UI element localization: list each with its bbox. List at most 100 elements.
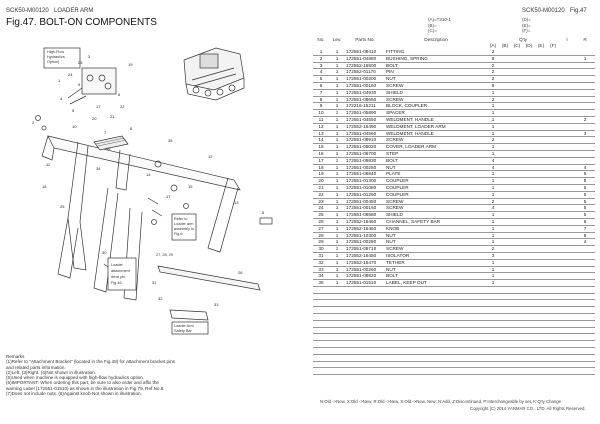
cell-qty-empty bbox=[523, 198, 535, 206]
cell-qty-empty bbox=[547, 96, 560, 104]
cell-description: BOLT bbox=[385, 272, 487, 281]
cell-no: 32 bbox=[313, 259, 329, 267]
cell-r bbox=[575, 150, 596, 158]
cell-qty-empty bbox=[511, 123, 523, 131]
cell-blank bbox=[511, 286, 523, 294]
cell-qty-empty bbox=[499, 218, 511, 226]
cell-i bbox=[559, 266, 576, 274]
header-left-code: SCK50-M00120 bbox=[6, 8, 49, 14]
qty-col-4: (E) bbox=[537, 43, 545, 49]
cell-qty-a: 4 bbox=[487, 157, 499, 165]
callout-number: 7 bbox=[104, 130, 107, 135]
cell-blank bbox=[487, 333, 499, 342]
callout-number: 33 bbox=[214, 302, 219, 307]
cell-qty-empty bbox=[547, 259, 560, 267]
cell-blank bbox=[575, 293, 596, 301]
cell-qty-empty bbox=[535, 157, 547, 165]
cell-qty-a: 1 bbox=[487, 130, 499, 138]
cell-blank bbox=[313, 354, 329, 362]
cell-i bbox=[559, 62, 576, 70]
cell-qty-empty bbox=[499, 96, 511, 104]
parts-table: No. Lev. Parts No. Description Q'ty I R … bbox=[313, 37, 596, 376]
cell-blank bbox=[575, 320, 596, 328]
cell-qty-empty bbox=[499, 170, 511, 179]
cell-i bbox=[559, 272, 576, 281]
cell-qty-empty bbox=[511, 75, 523, 83]
cell-lev: 1 bbox=[329, 89, 345, 97]
cell-no: 18 bbox=[313, 164, 329, 172]
cell-r: 8 bbox=[575, 232, 596, 240]
cell-qty-empty bbox=[523, 82, 535, 90]
cell-qty-empty bbox=[535, 49, 547, 56]
cell-blank bbox=[385, 327, 487, 335]
cell-blank bbox=[559, 306, 576, 315]
cell-i bbox=[559, 109, 576, 117]
cell-blank bbox=[329, 320, 345, 328]
cell-i bbox=[559, 68, 576, 77]
cell-qty-empty bbox=[499, 252, 511, 260]
cell-qty-empty bbox=[511, 55, 523, 63]
cell-description: LABEL, KEEP OUT bbox=[385, 279, 487, 287]
cell-qty-empty bbox=[535, 75, 547, 83]
cell-parts-no: 172551-00450 bbox=[345, 198, 385, 206]
cell-qty-empty bbox=[523, 218, 535, 226]
cell-lev: 1 bbox=[329, 177, 345, 185]
cell-qty-empty bbox=[523, 164, 535, 172]
cell-description: KNOB bbox=[385, 225, 487, 233]
cell-r bbox=[575, 266, 596, 274]
cell-parts-no: 172216-15211 bbox=[345, 102, 385, 111]
callout-number: 4 bbox=[60, 96, 63, 101]
cell-blank bbox=[385, 299, 487, 308]
cell-i bbox=[559, 259, 576, 267]
cell-qty-empty bbox=[511, 82, 523, 90]
callout-number: 12 bbox=[208, 154, 213, 159]
cell-qty-empty bbox=[499, 68, 511, 77]
table-row-blank bbox=[313, 293, 596, 301]
cell-blank bbox=[345, 320, 385, 328]
cell-blank bbox=[385, 333, 487, 342]
qty-subheader-row: (A)(B)(C)(D)(E)(F) bbox=[313, 43, 595, 49]
cell-qty-empty bbox=[523, 150, 535, 158]
cell-r bbox=[575, 143, 596, 151]
cell-qty-empty bbox=[511, 238, 523, 247]
cell-blank bbox=[547, 320, 560, 328]
cell-lev: 1 bbox=[329, 143, 345, 151]
cell-qty-a: 1 bbox=[487, 116, 499, 124]
loader-arm-weldment bbox=[41, 135, 241, 301]
cell-qty-a: 2 bbox=[487, 68, 499, 77]
cell-blank bbox=[523, 333, 535, 342]
cell-description: WELDMENT, HANDLE bbox=[385, 130, 487, 138]
remark-line: (7)Does not include nuts. (8)Against kno… bbox=[6, 391, 142, 397]
cell-r: 5 bbox=[575, 211, 596, 219]
cell-qty-empty bbox=[547, 62, 560, 70]
cell-blank bbox=[547, 306, 560, 315]
cell-blank bbox=[511, 327, 523, 335]
cell-blank bbox=[547, 286, 560, 294]
cell-qty-empty bbox=[547, 143, 560, 151]
cell-qty-empty bbox=[523, 157, 535, 165]
cell-description: COUPLER bbox=[385, 184, 487, 192]
remark-line: (5)Used when machine is equipped with hi… bbox=[6, 375, 145, 381]
cell-blank bbox=[487, 313, 499, 321]
cell-blank bbox=[535, 313, 547, 321]
cell-blank bbox=[345, 340, 385, 349]
cell-parts-no: 172552-16450 bbox=[345, 252, 385, 260]
cell-qty-empty bbox=[547, 225, 560, 233]
cell-no: 16 bbox=[313, 150, 329, 158]
qty-legend-left: (A)=T210-1 (B)= (C)= bbox=[428, 17, 451, 34]
cell-qty-empty bbox=[511, 130, 523, 138]
cell-qty-empty bbox=[499, 177, 511, 185]
header-left-section: LOADER ARM bbox=[54, 8, 94, 14]
cell-qty-empty bbox=[511, 177, 523, 185]
cell-no: 21 bbox=[313, 184, 329, 192]
cell-no: 2 bbox=[313, 55, 329, 63]
callout-number: 30 bbox=[102, 250, 107, 255]
cell-blank bbox=[487, 354, 499, 362]
cell-qty-empty bbox=[523, 279, 535, 287]
cell-blank bbox=[523, 286, 535, 294]
